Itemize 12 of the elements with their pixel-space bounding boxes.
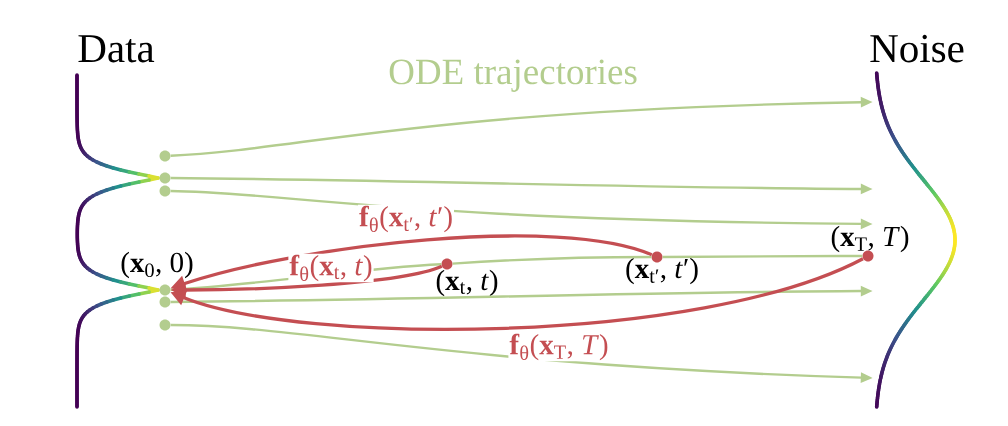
point-label: (x$_{t}$, t) [436,269,498,297]
point-label: (x$_{T}$, T) [831,225,909,253]
point-label: (x$_{0}$, 0) [121,251,193,279]
curve-title: Data [78,35,155,63]
edge-label: f$_{θ}$(x$_{t}$, t) [288,253,374,283]
curve-title: Noise [870,34,964,63]
edge-label: f$_{θ}$(x$_{t′}$, t′) [358,204,455,234]
trajectory-line [452,255,652,265]
point-label: (x$_{t′}$, t′) [626,257,698,285]
trajectory-line [662,254,863,259]
edge-label: f$_{θ}$(x$_{T}$, T) [508,332,610,362]
trajectory-caption: ODE trajectories [389,59,637,92]
